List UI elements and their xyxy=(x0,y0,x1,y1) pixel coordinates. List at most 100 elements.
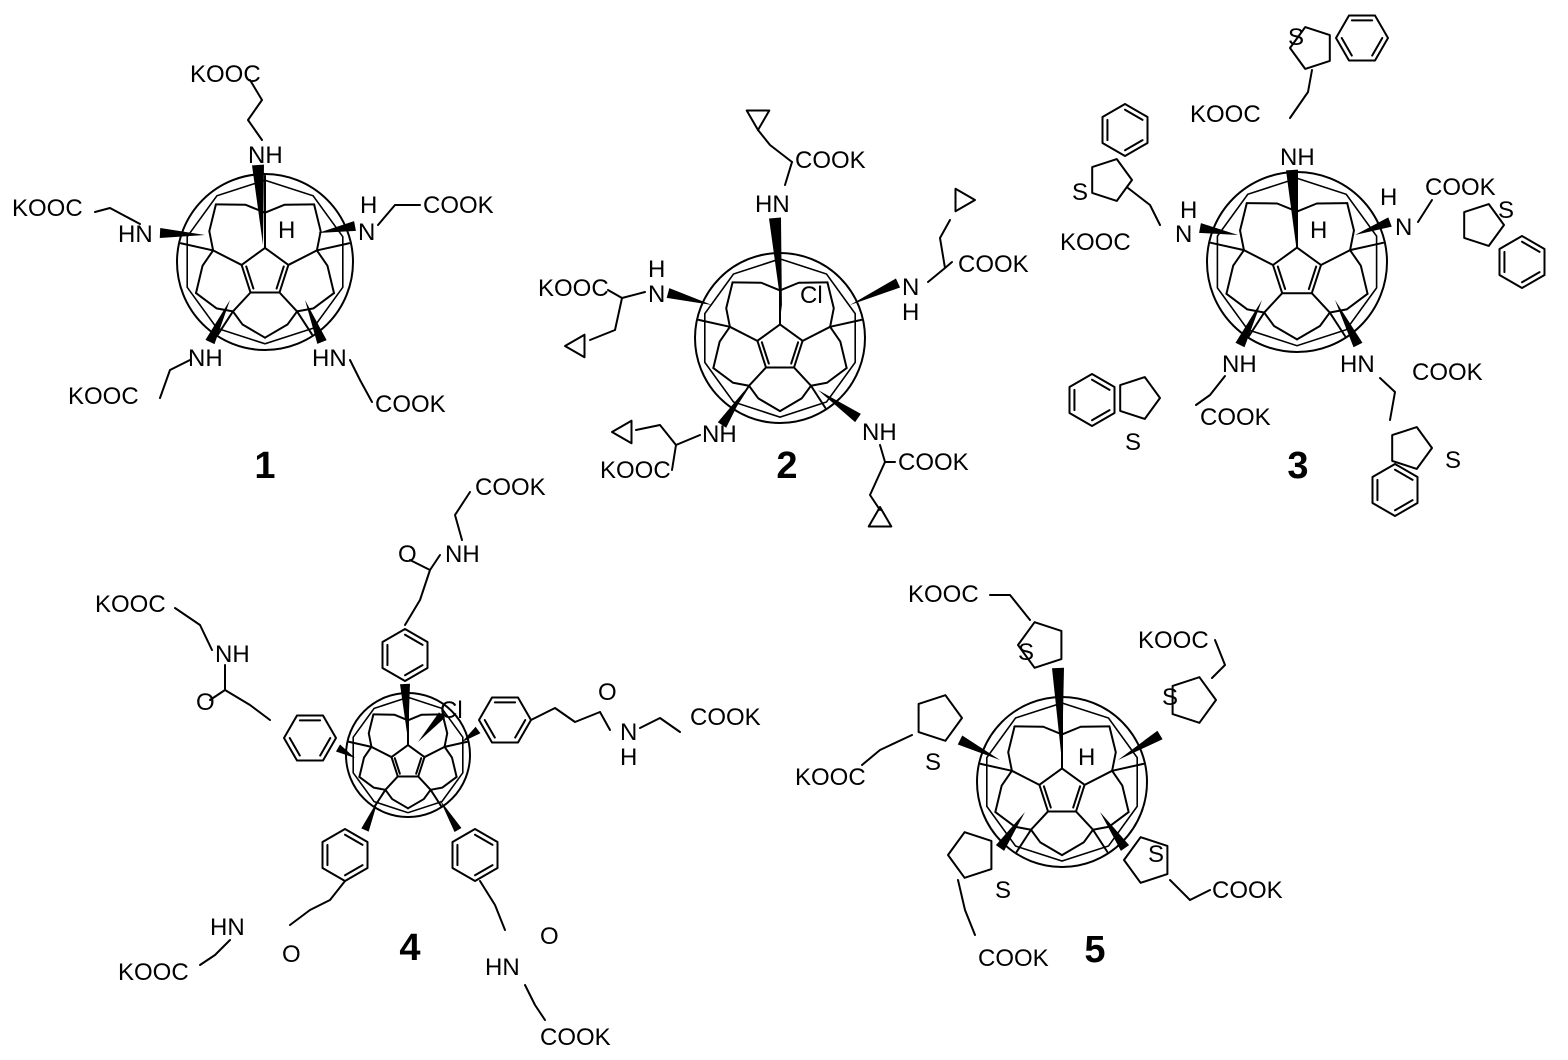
cage-bond xyxy=(728,325,759,342)
wedge-top xyxy=(1286,169,1298,245)
wedge-left xyxy=(335,744,355,758)
atom-label: COOK xyxy=(690,704,761,731)
atom-label: Cl xyxy=(440,697,463,724)
chain-right xyxy=(530,707,601,723)
chain-left xyxy=(861,734,913,766)
atom-label: S xyxy=(1445,447,1461,474)
fullerene-cage-5 xyxy=(976,696,1148,868)
chain-left-b xyxy=(589,297,623,341)
cyclopropyl-left xyxy=(564,333,586,359)
atom-label: HN xyxy=(118,221,153,248)
aromatic-double-bond xyxy=(288,737,301,757)
aromatic-double-bond xyxy=(514,719,527,739)
cage-bond xyxy=(443,745,458,778)
compound-number-2: 2 xyxy=(776,445,797,487)
fullerene-cage-3 xyxy=(1206,171,1388,353)
cage-bond xyxy=(1091,828,1109,853)
aromatic-double-bond xyxy=(483,719,496,739)
chain-left-b xyxy=(224,689,271,721)
cage-bond xyxy=(1319,249,1352,267)
cage-bond xyxy=(1015,828,1033,853)
chain-top xyxy=(757,129,793,163)
chain-bl-acid xyxy=(671,444,677,471)
atom-label: H xyxy=(1180,197,1197,224)
cage-bond xyxy=(407,713,444,722)
cage-bond xyxy=(358,745,373,778)
thiophene-left xyxy=(917,694,963,742)
cage-bond xyxy=(1328,292,1369,314)
cage-bond xyxy=(1061,725,1111,736)
cage-bond xyxy=(1310,292,1331,314)
atom-label: NH xyxy=(445,541,480,568)
atom-label: COOK xyxy=(1412,359,1483,386)
wedge-top xyxy=(1052,667,1064,762)
phenyl-right xyxy=(478,696,532,744)
cage-bond xyxy=(1349,241,1385,252)
aromatic-double-bond xyxy=(319,737,332,757)
cage-bond xyxy=(384,788,409,810)
atom-label: H xyxy=(1310,217,1327,244)
cage-bond xyxy=(1010,769,1041,786)
atom-label: H xyxy=(648,256,665,283)
cage-bond xyxy=(1061,828,1094,857)
wedge-br xyxy=(1100,812,1130,851)
atom-label: COOK xyxy=(375,391,446,418)
cage-bond xyxy=(443,740,469,748)
aromatic-double-bond xyxy=(1521,271,1541,284)
cage-bond xyxy=(1263,292,1284,314)
chain-bl xyxy=(635,424,701,446)
atom-label: N xyxy=(902,274,919,301)
wedge-right xyxy=(1355,217,1392,235)
atom-label: H xyxy=(1078,744,1095,771)
cage-bond xyxy=(315,249,335,295)
atom-label: KOOC xyxy=(1190,101,1261,128)
chain-right xyxy=(1211,639,1226,679)
chain-top xyxy=(454,491,471,541)
cage-bond xyxy=(217,310,234,336)
benzothiophene-left-benzo xyxy=(1101,103,1149,157)
atom-label: S xyxy=(1162,684,1178,711)
atom-label: KOOC xyxy=(600,457,671,484)
atom-label: S xyxy=(995,877,1011,904)
atom-label: H xyxy=(360,192,377,219)
aromatic-double-bond xyxy=(344,864,364,877)
wedge-right xyxy=(462,726,481,742)
atom-label: HN xyxy=(312,345,347,372)
cage-bond xyxy=(208,203,217,252)
cage-bond xyxy=(1209,241,1245,252)
benzothiophene-br-thiophene xyxy=(1391,426,1433,470)
wedge-bl xyxy=(1235,300,1262,348)
benzothiophene-bl-benzo xyxy=(1068,373,1116,427)
atom-label: KOOC xyxy=(118,959,189,986)
atom-label: COOK xyxy=(978,945,1049,972)
atom-label: KOOC xyxy=(68,383,139,410)
cage-bond xyxy=(1111,769,1130,814)
aromatic-double-bond xyxy=(474,864,494,877)
atom-label: KOOC xyxy=(1138,627,1209,654)
cage-bond xyxy=(358,775,387,791)
cage-bond xyxy=(315,242,351,252)
atom-label: KOOC xyxy=(12,195,83,222)
double-bond xyxy=(790,341,800,365)
cage-bond xyxy=(1083,769,1114,786)
chain-bl-b xyxy=(199,939,231,966)
cage-bond xyxy=(697,318,731,328)
cage-bond xyxy=(725,281,734,328)
atom-label: COOK xyxy=(475,474,546,501)
cage-bond xyxy=(748,366,768,387)
atom-label: KOOC xyxy=(538,275,609,302)
thiophene-bl xyxy=(947,831,993,879)
chain-br xyxy=(1379,377,1396,421)
chain-bl xyxy=(289,880,346,926)
cage-bond xyxy=(1030,810,1050,831)
chain-br-b xyxy=(869,461,886,511)
cage-bond xyxy=(1346,202,1355,252)
phenyl-br xyxy=(451,828,499,882)
cage-bond xyxy=(1245,202,1298,213)
double-bond xyxy=(1307,265,1318,291)
thiophene-right xyxy=(1171,676,1217,724)
cage-bond xyxy=(231,310,266,339)
